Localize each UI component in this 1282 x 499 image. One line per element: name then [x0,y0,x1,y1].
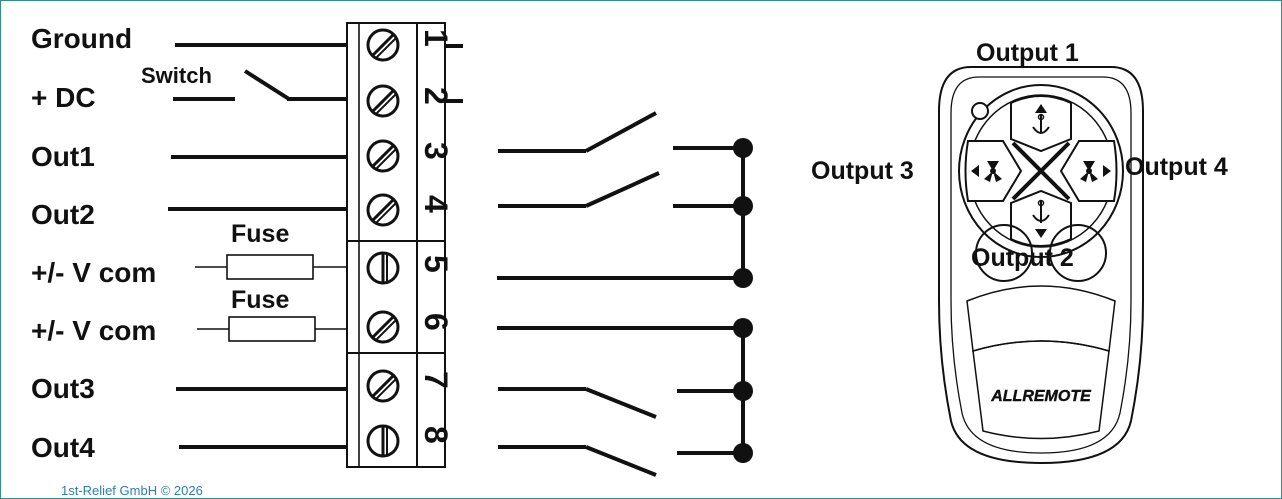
label-out1: Out1 [31,141,95,172]
label-fuse-1: Fuse [231,220,289,248]
arrow-up-icon [1035,104,1047,113]
terminal-number-1: 1 [418,29,454,47]
terminal-number-7: 7 [418,371,454,389]
screw-icon [366,84,400,118]
arrow-right-icon [1103,165,1111,177]
terminal-number-4: 4 [418,195,454,213]
fan-icon [984,161,1002,182]
screw-icon [366,424,400,458]
junction-dot [733,268,753,288]
anchor-icon [1032,199,1050,223]
label-switch: Switch [141,63,212,88]
screw-icon [366,251,400,285]
terminal-side-lower [416,352,446,468]
screw-icon [366,139,400,173]
screw-icon [366,310,400,344]
relay-switch-3 [585,111,657,153]
input-wires [168,43,349,449]
aux-button-right[interactable] [1049,224,1107,282]
junction-dot [733,381,753,401]
label-output-4: Output 4 [1125,153,1228,181]
label-plus-dc: + DC [31,82,96,113]
label-out2: Out2 [31,199,95,230]
label-v-com-1: +/- V com [31,257,156,288]
remote-lower-panel [972,340,1110,440]
terminal-number-5: 5 [418,255,454,273]
screw-icon [366,193,400,227]
terminal-numbers: 1 2 3 4 5 6 7 8 [418,29,454,444]
left-labels: Ground + DC Out1 Out2 +/- V com +/- V co… [31,23,289,463]
terminal-number-3: 3 [418,142,454,160]
label-ground: Ground [31,23,132,54]
junction-dot [733,138,753,158]
terminal-side-upper [416,22,446,242]
led-indicator [971,102,989,120]
anchor-icon [1032,113,1050,134]
label-fuse-2: Fuse [231,286,289,314]
relay-switch-7 [585,387,657,419]
switch-lever [243,69,291,101]
screw-icon [366,369,400,403]
terminal-side-middle [416,240,446,354]
label-output-2: Output 2 [971,244,1074,272]
arrow-down-icon [1035,229,1047,238]
arrow-left-icon [971,165,979,177]
screw-icon [366,28,400,62]
relay-switch-8 [585,445,657,477]
terminal-block: 1 2 3 4 5 6 7 8 [346,22,454,468]
label-v-com-2: +/- V com [31,315,156,346]
label-out4: Out4 [31,432,95,463]
label-output-1: Output 1 [976,39,1079,67]
fan-icon [1080,161,1098,182]
relay-switch-4 [585,171,660,208]
terminal-number-6: 6 [418,313,454,331]
label-output-3: Output 3 [811,157,914,185]
junction-dot [733,443,753,463]
aux-button-left[interactable] [975,224,1033,282]
remote-control: ALLREMOTE Output 1 Output 2 Output 3 Out… [811,39,1228,465]
fuse-1 [226,254,314,280]
keypad-divider [1011,141,1071,201]
brand-logo: ALLREMOTE [990,388,1092,405]
remote-body-inner [950,76,1132,454]
footer-copyright: 1st-Relief GmbH © 2026 [61,483,203,498]
junction-dot [733,196,753,216]
terminal-number-8: 8 [418,426,454,444]
fuse-2 [228,316,316,342]
label-out3: Out3 [31,373,95,404]
relay-wiring [445,44,753,477]
junction-dot [733,318,753,338]
